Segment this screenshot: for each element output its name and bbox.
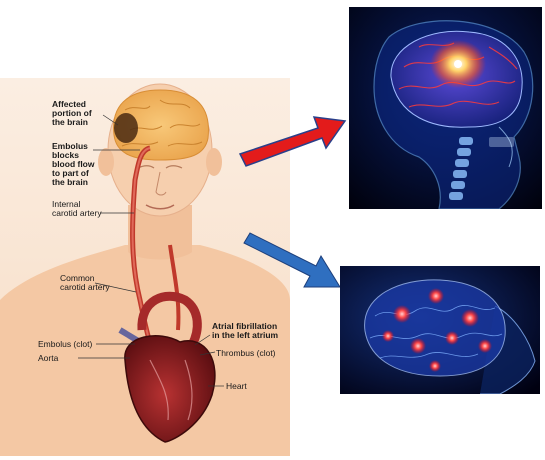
- label-atrial-fibrillation: Atrial fibrillationin the left atrium: [212, 322, 278, 340]
- label-embolus-clot: Embolus (clot): [38, 340, 92, 349]
- label-heart: Heart: [226, 382, 247, 391]
- label-affected-portion: Affectedportion ofthe brain: [52, 100, 92, 127]
- label-aorta: Aorta: [38, 354, 58, 363]
- label-thrombus: Thrombus (clot): [216, 349, 276, 358]
- brain-scan-bottom: [340, 266, 540, 394]
- label-common-carotid: Commoncarotid artery: [60, 274, 110, 292]
- label-internal-carotid: Internalcarotid artery: [52, 200, 102, 218]
- brain-scan-top: [349, 7, 542, 209]
- label-embolus-blocks: Embolusblocksblood flowto part ofthe bra…: [52, 142, 95, 187]
- affected-area: [114, 113, 138, 143]
